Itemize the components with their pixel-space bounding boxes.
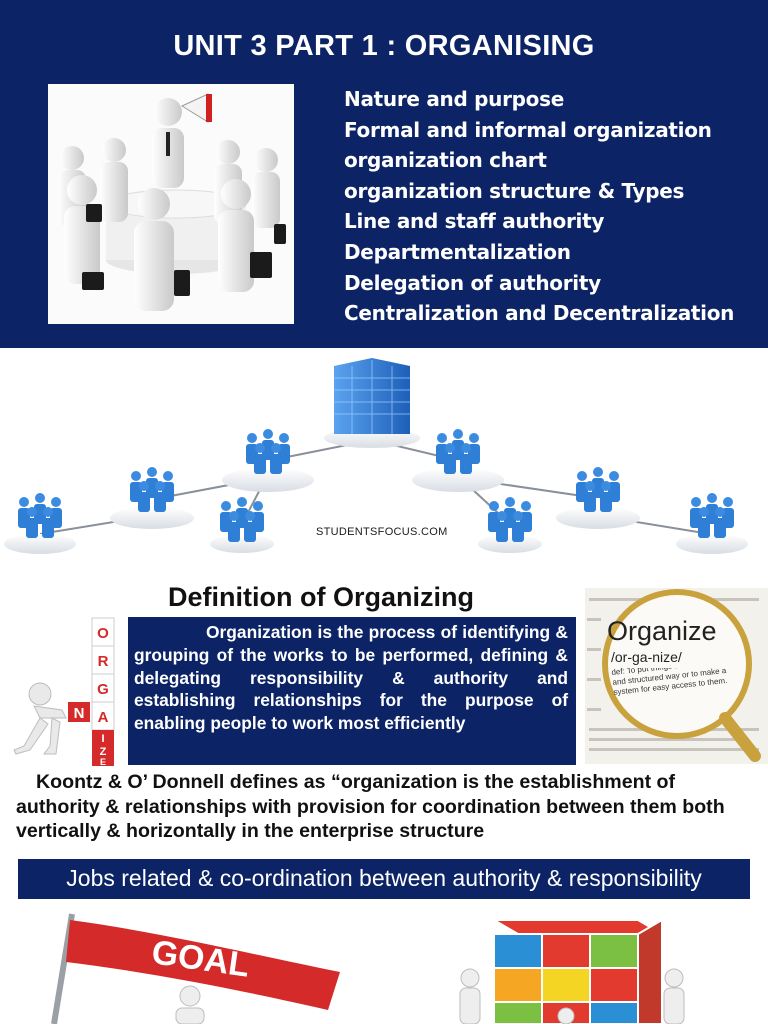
block-letter: A <box>98 709 109 726</box>
topic-item: Departmentalization <box>344 239 571 264</box>
topic-item: Centralization and Decentralization <box>344 301 735 326</box>
definition-body: Organization is the process of identifyi… <box>134 622 568 734</box>
topic-item: Formal and informal organization <box>344 117 712 142</box>
block-letter: O <box>97 625 109 642</box>
topic-item: organization chart <box>344 148 547 173</box>
dictionary-magnifier-illustration: Organize /or-ga-nize/ def: To put things… <box>585 588 768 764</box>
watermark-text: STUDENTSFOCUS.COM <box>316 526 448 538</box>
business-people-illustration <box>48 84 294 324</box>
dictionary-word: Organize <box>607 616 717 646</box>
block-letter: N <box>74 705 85 722</box>
goal-label: GOAL <box>149 933 252 984</box>
magnifying-glass-icon: Organize /or-ga-nize/ def: To put things… <box>587 589 761 762</box>
dictionary-definition: def: To put things into and ordered and … <box>611 668 733 697</box>
goal-banner-illustration: GOAL <box>51 913 340 1024</box>
business-people-icon <box>58 93 286 311</box>
topic-item: Line and staff authority <box>344 209 605 234</box>
dictionary-pronunciation: /or-ga-nize/ <box>611 649 682 665</box>
rubiks-cube-illustration <box>459 918 685 1024</box>
block-letter: Z <box>100 746 107 758</box>
slide-title: UNIT 3 PART 1 : ORGANISING <box>173 30 595 62</box>
jobs-banner <box>18 859 750 899</box>
koontz-quote: Koontz & O’ Donnell defines as “organiza… <box>16 771 725 843</box>
block-letter: R <box>98 653 109 670</box>
definition-heading: Definition of Organizing <box>168 582 474 612</box>
block-letter: G <box>97 681 109 698</box>
organize-blocks-illustration: O R G A N I Z E <box>13 617 115 766</box>
jobs-banner-text: Jobs related & co-ordination between aut… <box>66 865 702 891</box>
topic-item: Delegation of authority <box>344 270 601 295</box>
organization-network-illustration <box>4 358 748 554</box>
block-letter: I <box>101 733 104 745</box>
definition-box <box>128 617 576 765</box>
topic-list: Nature and purpose Formal and informal o… <box>344 84 734 329</box>
topic-item: organization structure & Types <box>344 178 685 203</box>
definition-text: Organization is the process of identifyi… <box>134 621 568 735</box>
block-letter: E <box>100 757 106 766</box>
topic-item: Nature and purpose <box>344 87 564 111</box>
